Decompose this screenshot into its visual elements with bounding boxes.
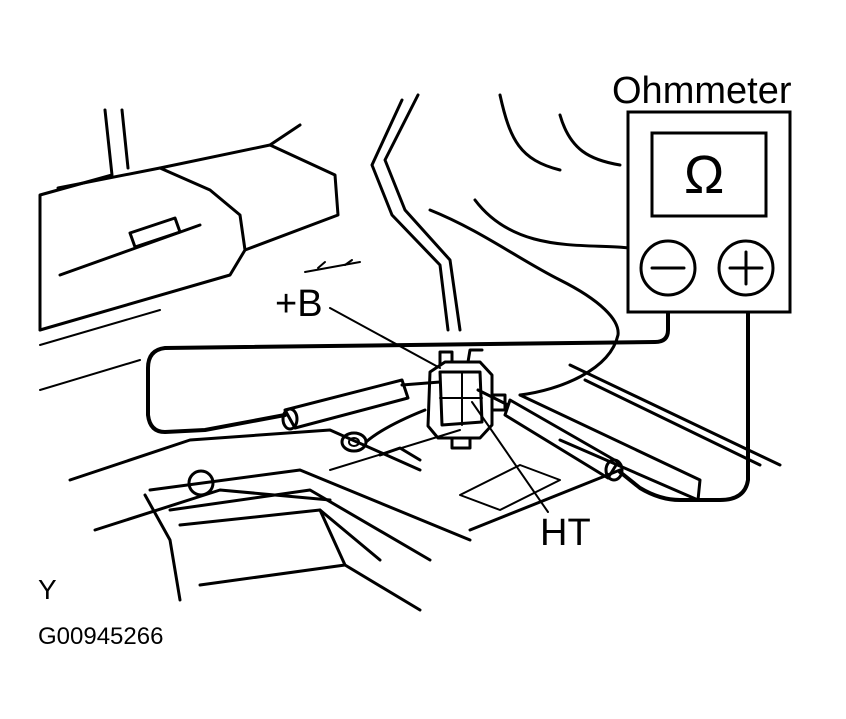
figure-code: G00945266 xyxy=(38,623,164,650)
terminal-b-label: +B xyxy=(275,283,323,325)
view-letter: Y xyxy=(38,574,57,605)
connector xyxy=(426,348,507,450)
minus-probe xyxy=(281,378,442,431)
plus-probe xyxy=(476,388,624,482)
minus-lead-wire xyxy=(146,298,670,434)
terminal-ht-label: HT xyxy=(540,512,591,554)
plus-lead-wire xyxy=(618,298,750,502)
ohm-icon: Ω xyxy=(684,145,725,205)
ohmmeter-display xyxy=(650,131,768,218)
ohmmeter-title: Ohmmeter xyxy=(612,70,792,112)
ohmmeter xyxy=(626,110,792,314)
background-linework xyxy=(38,93,782,612)
leader-b xyxy=(329,307,441,369)
leader-ht xyxy=(471,401,549,513)
